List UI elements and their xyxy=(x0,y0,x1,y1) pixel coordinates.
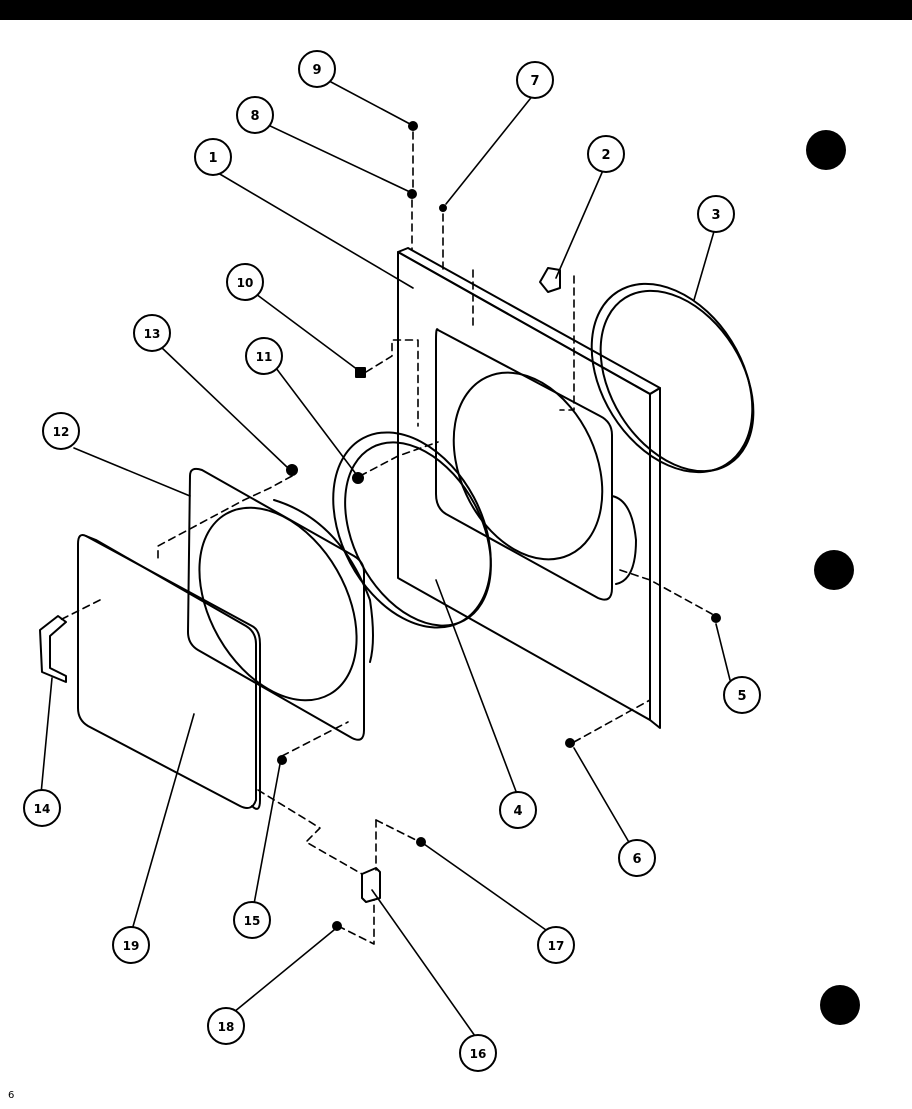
rear-gasket-ring-part xyxy=(590,282,755,474)
punch-hole-middle xyxy=(814,550,854,590)
callout-circle xyxy=(194,138,232,176)
callout-number: 8 xyxy=(250,109,259,124)
callout-9: 9 xyxy=(298,50,336,88)
callout-circle xyxy=(723,676,761,714)
callout-circle xyxy=(516,61,554,99)
callout-17: 17 xyxy=(537,926,575,964)
switch-part xyxy=(539,267,561,293)
callout-circle xyxy=(133,314,171,352)
fasteners xyxy=(277,121,721,931)
outer-door-panel-part xyxy=(77,534,261,810)
callout-number: 2 xyxy=(601,148,610,163)
callout-18: 18 xyxy=(207,1007,245,1045)
callout-number: 19 xyxy=(123,939,140,953)
callout-number: 14 xyxy=(34,802,51,816)
callout-12: 12 xyxy=(42,412,80,450)
callout-circle xyxy=(23,789,61,827)
callout-number: 6 xyxy=(632,852,641,867)
callout-19: 19 xyxy=(112,926,150,964)
callout-5: 5 xyxy=(723,676,761,714)
callout-number: 13 xyxy=(144,327,161,341)
callout-circle xyxy=(618,839,656,877)
callout-circle xyxy=(233,901,271,939)
callout-15: 15 xyxy=(233,901,271,939)
callout-11: 11 xyxy=(245,337,283,375)
callout-3: 3 xyxy=(697,195,735,233)
callout-16: 16 xyxy=(459,1034,497,1072)
callout-number: 11 xyxy=(256,350,273,364)
callout-8: 8 xyxy=(236,96,274,134)
callout-10: 10 xyxy=(226,263,264,301)
callout-number: 9 xyxy=(312,63,321,78)
punch-hole-bottom xyxy=(820,985,860,1025)
callout-4: 4 xyxy=(499,791,537,829)
front-panel-part xyxy=(397,247,661,729)
page-number: 6 xyxy=(8,1090,15,1101)
callout-7: 7 xyxy=(516,61,554,99)
callout-number: 4 xyxy=(513,804,522,819)
callout-number: 17 xyxy=(548,939,565,953)
callout-circle xyxy=(459,1034,497,1072)
callout-circle xyxy=(587,135,625,173)
callout-2: 2 xyxy=(587,135,625,173)
callout-circle xyxy=(207,1007,245,1045)
callout-circle xyxy=(245,337,283,375)
hinge-bracket-part xyxy=(39,615,67,683)
callout-circle xyxy=(112,926,150,964)
callout-number: 15 xyxy=(244,914,261,928)
inner-door-frame-part xyxy=(187,467,374,741)
callout-circle xyxy=(537,926,575,964)
punch-hole-top xyxy=(806,130,846,170)
callout-number: 10 xyxy=(237,276,254,290)
callout-number: 18 xyxy=(218,1020,235,1034)
callout-number: 5 xyxy=(737,689,746,704)
callout-bubbles: 1 2 3 4 5 6 7 8 9 10 11 12 13 14 15 16 1… xyxy=(23,50,761,1072)
callout-circle xyxy=(697,195,735,233)
callout-13: 13 xyxy=(133,314,171,352)
callout-number: 16 xyxy=(470,1047,487,1061)
callout-circle xyxy=(499,791,537,829)
assembly-guide-lines xyxy=(59,131,713,945)
callout-circle xyxy=(226,263,264,301)
callout-14: 14 xyxy=(23,789,61,827)
callout-number: 12 xyxy=(53,425,70,439)
callout-number: 7 xyxy=(530,74,539,89)
callout-number: 1 xyxy=(208,151,217,166)
callout-6: 6 xyxy=(618,839,656,877)
leader-lines xyxy=(40,81,731,1037)
callout-1: 1 xyxy=(194,138,232,176)
callout-number: 3 xyxy=(711,208,720,223)
scan-top-edge xyxy=(0,0,912,20)
callout-circle xyxy=(42,412,80,450)
callout-circle xyxy=(298,50,336,88)
callout-circle xyxy=(236,96,274,134)
